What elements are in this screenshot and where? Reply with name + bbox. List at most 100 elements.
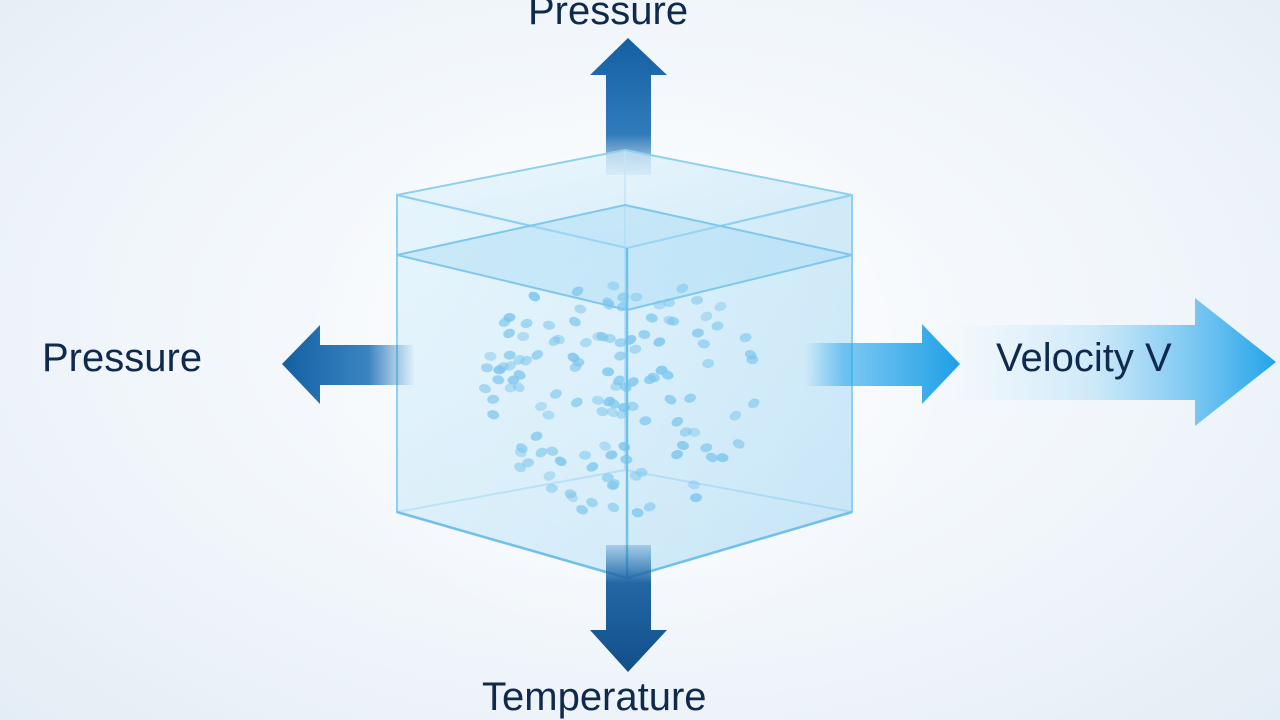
fluid-particle: [631, 508, 644, 518]
fluid-particle: [747, 398, 760, 409]
fluid-particle: [691, 328, 704, 338]
fluid-particle: [504, 361, 516, 371]
fluid-particle: [602, 367, 615, 377]
fluid-particle: [601, 473, 614, 483]
fluid-particle: [602, 300, 615, 310]
fluid-particle: [679, 427, 692, 437]
fluid-particle: [481, 363, 493, 373]
fluid-particle: [700, 443, 713, 453]
pressure-left-label: Pressure: [42, 336, 203, 380]
fluid-particle: [671, 449, 684, 460]
fluid-particle: [503, 350, 516, 360]
fluid-particle: [676, 283, 689, 294]
fluid-particle: [596, 407, 609, 417]
fluid-particle: [574, 304, 587, 314]
fluid-particle: [596, 332, 609, 342]
arrow-right-icon: [805, 324, 960, 404]
fluid-particle: [653, 300, 666, 310]
fluid-particle: [492, 375, 505, 385]
fluid-particle: [543, 320, 556, 330]
fluid-particle: [513, 382, 525, 393]
fluid-particle: [579, 450, 592, 460]
fluid-particle: [599, 441, 611, 451]
fluid-particle: [607, 502, 620, 513]
arrow-up-icon: [590, 38, 667, 175]
fluid-particle: [535, 447, 548, 458]
fluid-particle: [711, 321, 724, 331]
fluid-particles: [479, 281, 760, 518]
fluid-particle: [627, 377, 639, 387]
fluid-particle: [546, 446, 559, 456]
fluid-particle: [677, 440, 689, 451]
fluid-particle: [545, 483, 558, 493]
fluid-particle: [643, 502, 656, 512]
fluid-particle: [605, 450, 618, 460]
fluid-particle: [571, 286, 584, 297]
pressure-top-label: Pressure: [528, 0, 689, 33]
temperature-label: Temperature: [482, 675, 707, 719]
fluid-particle: [542, 410, 555, 420]
fluid-particle: [586, 497, 598, 508]
fluid-particle: [697, 339, 710, 349]
fluid-particle: [608, 479, 620, 489]
fluid-particle: [607, 281, 620, 291]
fluid-particle: [690, 493, 703, 503]
cube-edges: [396, 248, 853, 580]
fluid-particle: [493, 365, 506, 375]
fluid-particle: [520, 355, 532, 366]
fluid-particle: [528, 291, 541, 302]
fluid-particle: [535, 401, 547, 411]
fluid-particle: [530, 431, 543, 441]
fluid-particle: [732, 439, 745, 449]
fluid-particle: [504, 383, 517, 393]
fluid-particle: [691, 295, 703, 305]
fluid-particle: [592, 395, 604, 405]
fluid-particle: [647, 372, 660, 383]
fluid-particle: [714, 301, 727, 312]
velocity-arrow-icon: [940, 298, 1276, 426]
fluid-particle: [630, 292, 643, 302]
fluid-particle: [571, 397, 583, 408]
fluid-particle: [548, 336, 561, 346]
velocity-label: Velocity V: [996, 336, 1172, 380]
fluid-particle: [576, 505, 588, 515]
fluid-particle: [520, 318, 533, 329]
fluid-particle: [664, 394, 677, 405]
fluid-particle: [729, 410, 742, 421]
fluid-particle: [655, 365, 668, 375]
fluid-particle: [702, 358, 715, 369]
fluid-particle: [645, 313, 658, 323]
fluid-particle: [688, 480, 700, 490]
fluid-particle: [569, 316, 581, 327]
fluid-particle: [638, 329, 651, 340]
fluid-particle: [716, 453, 729, 463]
fluid-particle: [579, 337, 592, 348]
fluid-particle: [705, 452, 718, 463]
fluid-particle: [554, 456, 567, 467]
fluid-particle: [619, 382, 632, 392]
fluid-particle: [671, 416, 684, 427]
fluid-particle: [610, 381, 623, 391]
fluid-particle: [586, 462, 599, 472]
fluid-particle: [639, 416, 652, 426]
fluid-particle: [543, 471, 556, 481]
fluid-particle: [635, 467, 648, 477]
fluid-particle: [614, 338, 627, 348]
fluid-particle: [663, 315, 676, 325]
fluid-particle: [484, 351, 497, 361]
fluid-particle: [614, 351, 627, 361]
fluid-particle: [487, 410, 500, 420]
fluid-particle: [653, 337, 666, 347]
fluid-particle: [514, 462, 526, 473]
fluid-particle: [566, 492, 578, 503]
liquid-surface: [396, 203, 853, 312]
cube-top-face: [396, 148, 853, 250]
fluid-particle: [606, 407, 619, 418]
fluid-particle: [516, 443, 528, 453]
fluid-particle: [564, 489, 577, 499]
fluid-particle: [498, 317, 511, 327]
fluid-particle: [629, 344, 642, 354]
fluid-particle: [700, 311, 713, 322]
